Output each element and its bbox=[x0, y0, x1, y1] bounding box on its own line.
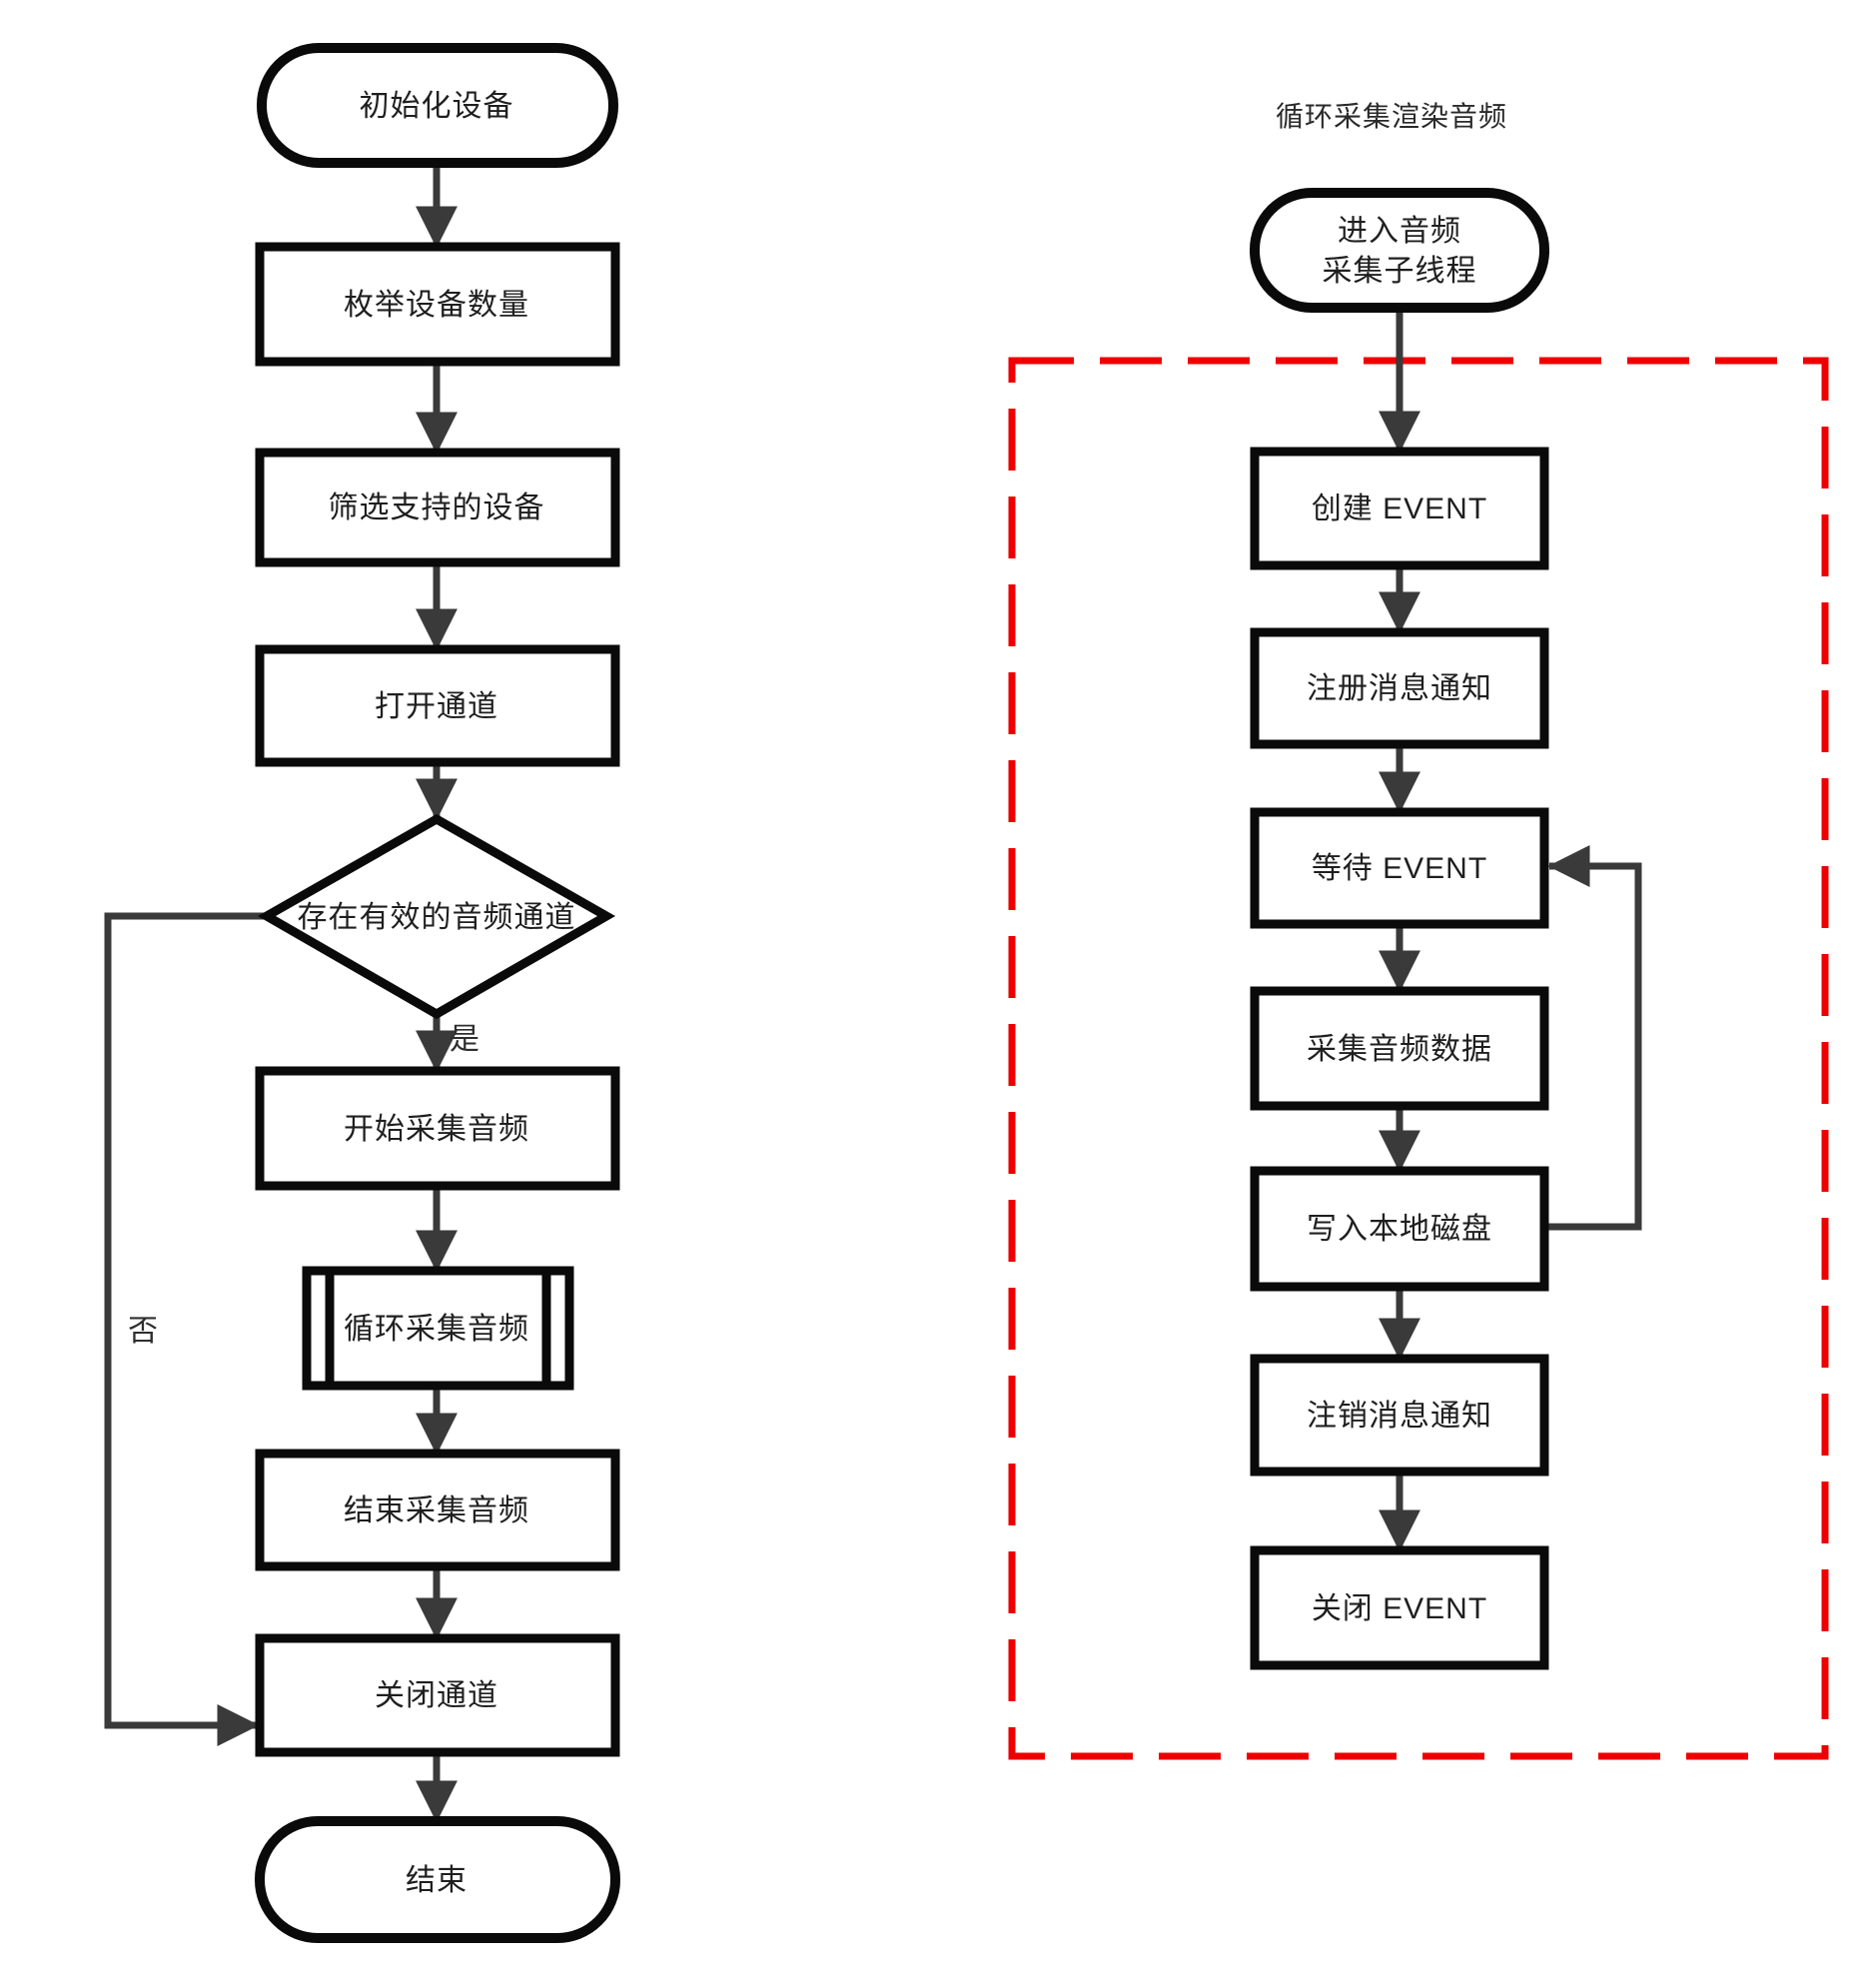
node-label-line2: 采集子线程 bbox=[1323, 255, 1477, 288]
terminator-end: 结束 bbox=[255, 1816, 620, 1943]
node-label: 注销消息通知 bbox=[1307, 1400, 1492, 1433]
node-label: 初始化设备 bbox=[360, 90, 514, 123]
connector-arrow-no-branch bbox=[104, 912, 267, 1746]
loop-back-connector bbox=[1544, 845, 1642, 1231]
loop-boundary-dashed-box bbox=[1008, 357, 1829, 1760]
process-close-channel: 关闭通道 bbox=[255, 1633, 620, 1757]
node-label: 打开通道 bbox=[375, 690, 498, 723]
decision-valid-audio-channel: 存在有效的音频通道 bbox=[257, 813, 616, 1020]
process-shape bbox=[1250, 1545, 1549, 1670]
process-register-notification: 注册消息通知 bbox=[1250, 627, 1549, 749]
node-label: 开始采集音频 bbox=[344, 1113, 529, 1146]
node-label: 存在有效的音频通道 bbox=[298, 901, 576, 934]
node-label: 关闭通道 bbox=[375, 1679, 498, 1712]
node-label: 等待 EVENT bbox=[1312, 852, 1487, 885]
decision-shape bbox=[257, 813, 616, 1020]
subprocess-loop-capture: 循环采集音频 bbox=[302, 1266, 574, 1391]
process-shape bbox=[255, 644, 620, 767]
loop-group-title: 循环采集渲染音频 bbox=[1276, 101, 1507, 132]
node-label: 采集音频数据 bbox=[1307, 1033, 1492, 1066]
node-label: 结束 bbox=[406, 1864, 468, 1897]
process-start-capture: 开始采集音频 bbox=[255, 1066, 620, 1191]
terminator-enter-capture-thread: 进入音频 采集子线程 bbox=[1250, 188, 1549, 313]
terminator-shape bbox=[255, 1816, 620, 1943]
node-label: 关闭 EVENT bbox=[1312, 1592, 1487, 1625]
node-label: 结束采集音频 bbox=[344, 1494, 529, 1527]
process-shape bbox=[1250, 1166, 1549, 1292]
subprocess-shape bbox=[302, 1266, 574, 1391]
node-label: 创建 EVENT bbox=[1312, 493, 1487, 525]
process-capture-audio-data: 采集音频数据 bbox=[1250, 986, 1549, 1111]
process-stop-capture: 结束采集音频 bbox=[255, 1449, 620, 1571]
main-flow-connectors bbox=[104, 163, 458, 1823]
node-label: 筛选支持的设备 bbox=[329, 492, 545, 524]
process-write-local-disk: 写入本地磁盘 bbox=[1250, 1166, 1549, 1292]
process-shape bbox=[1250, 986, 1549, 1111]
terminator-shape bbox=[1250, 188, 1549, 313]
process-unregister-notification: 注销消息通知 bbox=[1250, 1354, 1549, 1477]
node-label: 循环采集音频 bbox=[344, 1313, 529, 1346]
process-shape bbox=[255, 1633, 620, 1757]
process-filter-devices: 筛选支持的设备 bbox=[255, 448, 620, 567]
terminator-shape bbox=[257, 43, 618, 168]
label-yes: 是 bbox=[450, 1023, 479, 1056]
process-shape bbox=[1250, 807, 1549, 929]
process-enumerate-devices: 枚举设备数量 bbox=[255, 242, 620, 367]
thread-flow-connectors bbox=[1379, 308, 1642, 1552]
process-create-event: 创建 EVENT bbox=[1250, 447, 1549, 570]
node-label: 枚举设备数量 bbox=[344, 289, 529, 322]
terminator-init-device: 初始化设备 bbox=[257, 43, 618, 168]
process-shape bbox=[255, 242, 620, 367]
node-label-line1: 进入音频 bbox=[1338, 215, 1461, 248]
process-close-event: 关闭 EVENT bbox=[1250, 1545, 1549, 1670]
node-label: 写入本地磁盘 bbox=[1307, 1213, 1492, 1246]
process-shape bbox=[255, 448, 620, 567]
node-label: 注册消息通知 bbox=[1307, 672, 1492, 705]
process-shape bbox=[255, 1449, 620, 1571]
process-wait-event: 等待 EVENT bbox=[1250, 807, 1549, 929]
process-shape bbox=[1250, 627, 1549, 749]
process-shape bbox=[1250, 1354, 1549, 1477]
process-shape bbox=[255, 1066, 620, 1191]
process-shape bbox=[1250, 447, 1549, 570]
label-no: 否 bbox=[128, 1315, 158, 1348]
process-open-channel: 打开通道 bbox=[255, 644, 620, 767]
